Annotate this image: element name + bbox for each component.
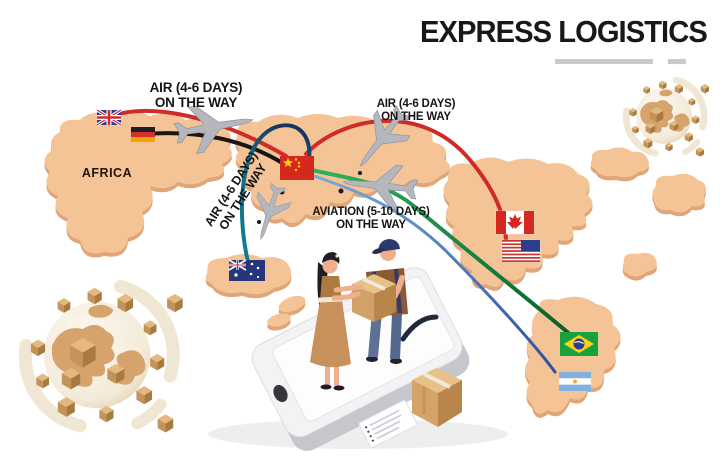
- route-air-to-australia: [239, 123, 312, 264]
- route-label-air-north-america: AIR (4-6 DAYS) ON THE WAY: [363, 98, 469, 124]
- australia-flag-icon: [228, 259, 265, 281]
- argentina-flag-icon: [559, 372, 591, 391]
- parcel-box-icon: [412, 368, 462, 427]
- route-point: [338, 188, 344, 194]
- route-point: [358, 171, 362, 175]
- route-aviation-to-brazil: [310, 168, 574, 338]
- route-lines: [104, 109, 574, 374]
- germany-flag-icon: [131, 127, 155, 142]
- customer-figure: [310, 252, 364, 391]
- route-label-line2: ON THE WAY: [154, 95, 238, 111]
- courier-cap: [378, 239, 400, 252]
- uk-flag-icon: [96, 108, 122, 127]
- usa-flag-icon: [501, 239, 541, 263]
- route-air-europe-black: [143, 131, 286, 166]
- canada-flag-icon: [495, 210, 535, 235]
- globe-parcels-icon: [25, 287, 182, 433]
- globe-parcels-icon: [626, 80, 709, 157]
- route-label-line2: ON THE WAY: [336, 218, 406, 231]
- title-underline-tick: [668, 59, 686, 64]
- route-label-line2: ON THE WAY: [381, 110, 451, 123]
- route-air-europe-west: [104, 109, 288, 158]
- route-label-air-europe: AIR (4-6 DAYS) ON THE WAY: [140, 80, 252, 110]
- route-to-argentina: [312, 174, 557, 374]
- shipping-checklist-icon: [358, 399, 418, 449]
- china-flag-icon: [280, 156, 314, 180]
- brazil-flag-icon: [560, 332, 598, 356]
- route-label-aviation: AVIATION (5-10 DAYS) ON THE WAY: [312, 206, 430, 232]
- title-underline: [555, 59, 653, 64]
- route-label-line1: AVIATION (5-10 DAYS): [312, 206, 430, 218]
- route-label-line1: AIR (4-6 DAYS): [149, 80, 243, 95]
- phone-shadow: [208, 419, 508, 449]
- page-title: EXPRESS LOGISTICS: [420, 14, 708, 49]
- swoosh-line: [400, 314, 439, 342]
- route-point: [257, 220, 261, 224]
- africa-label: AFRICA: [81, 166, 133, 180]
- phone-home-button: [273, 384, 288, 403]
- route-label-line1: AIR (4-6 DAYS): [376, 98, 456, 110]
- parcel-box-icon: [352, 274, 396, 322]
